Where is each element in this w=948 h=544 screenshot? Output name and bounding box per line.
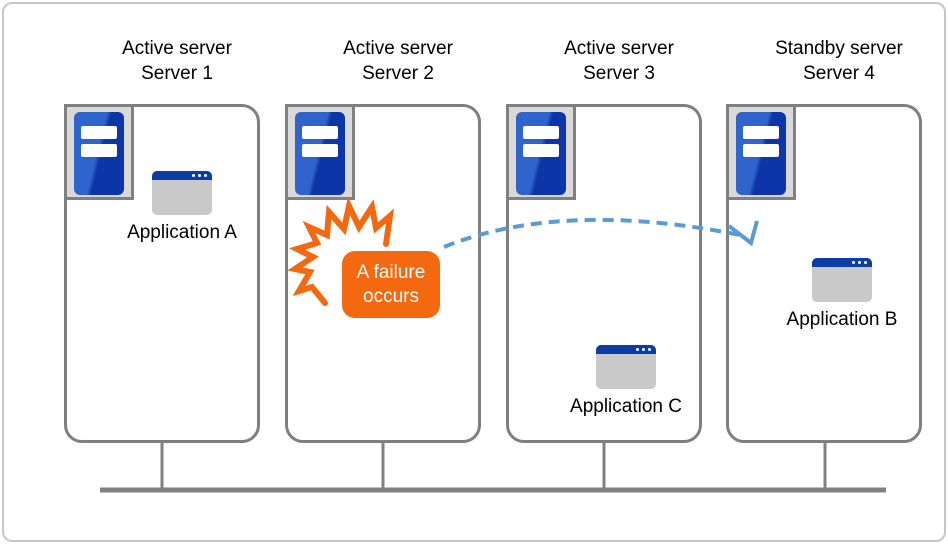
server-1-name: Server 1: [141, 63, 213, 84]
app-window-icon: [596, 345, 656, 389]
server-tower-plate: [285, 104, 355, 200]
server-3-label: Active server Server 3: [521, 36, 717, 86]
application-a-label: Application A: [127, 222, 237, 243]
server-1-role: Active server: [122, 38, 232, 59]
failure-text-line1: A failure: [356, 261, 426, 283]
server-1-label: Active server Server 1: [79, 36, 275, 86]
server-tower-plate: [64, 104, 134, 200]
application-c-label: Application C: [570, 396, 682, 417]
server-tower-plate: [726, 104, 796, 200]
server-tower-icon: [516, 112, 566, 195]
application-b-label: Application B: [786, 309, 898, 330]
server-tower-icon: [74, 112, 124, 195]
application-b-group: Application B: [757, 258, 927, 331]
server-3-name: Server 3: [583, 63, 655, 84]
server-tower-icon: [295, 112, 345, 195]
server-tower-plate: [506, 104, 576, 200]
application-a-group: Application A: [97, 171, 267, 244]
server-tower-icon: [736, 112, 786, 195]
failure-callout: A failure occurs: [342, 251, 440, 318]
server-4-label: Standby server Server 4: [741, 36, 937, 86]
server-2-name: Server 2: [362, 63, 434, 84]
server-box-1: [64, 104, 260, 443]
server-4-role: Standby server: [775, 38, 903, 59]
app-window-icon: [152, 171, 212, 215]
window-titlebar: [152, 171, 212, 180]
server-3-role: Active server: [564, 38, 674, 59]
server-4-name: Server 4: [803, 63, 875, 84]
failure-text-line2: occurs: [363, 285, 419, 307]
window-titlebar: [596, 345, 656, 354]
window-titlebar: [812, 258, 872, 267]
server-2-role: Active server: [343, 38, 453, 59]
application-c-group: Application C: [541, 345, 711, 418]
server-2-label: Active server Server 2: [300, 36, 496, 86]
app-window-icon: [812, 258, 872, 302]
